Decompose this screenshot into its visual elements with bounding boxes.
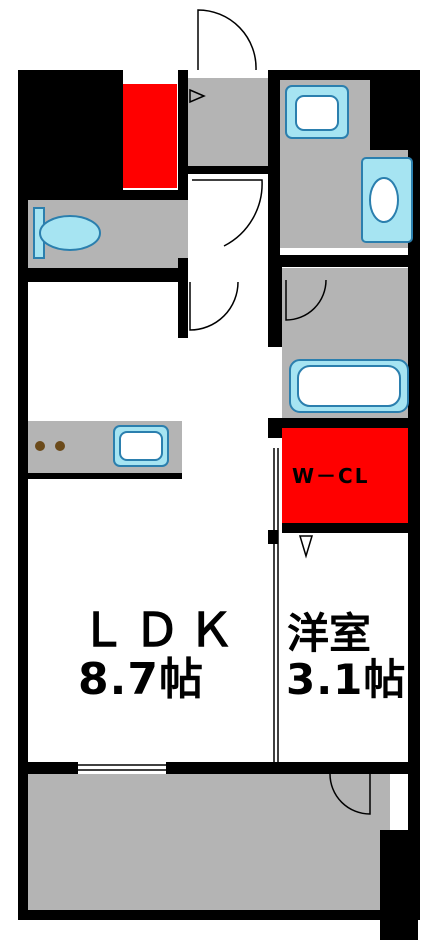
entrance-hall-floor [188, 78, 268, 166]
toilet-icon [33, 207, 101, 259]
walls [18, 70, 420, 920]
stove-burner-icon [35, 441, 65, 451]
balcony [28, 774, 390, 914]
washbasin-icon [361, 157, 413, 243]
door-swing-icon [189, 9, 371, 815]
western-room-name: 洋室 [287, 609, 372, 658]
ldk-room-name: ＬＤＫ [80, 603, 242, 657]
western-room-area: 3.1帖 [286, 655, 407, 704]
sink-icon [113, 425, 169, 467]
sliding-doors [78, 448, 279, 771]
bathtub-icon [289, 359, 409, 413]
shoe-storage [123, 84, 177, 188]
ldk-room-area: 8.7帖 [78, 654, 204, 705]
walk-in-closet [282, 428, 418, 523]
walk-in-closet-label: W－CL [292, 464, 370, 488]
